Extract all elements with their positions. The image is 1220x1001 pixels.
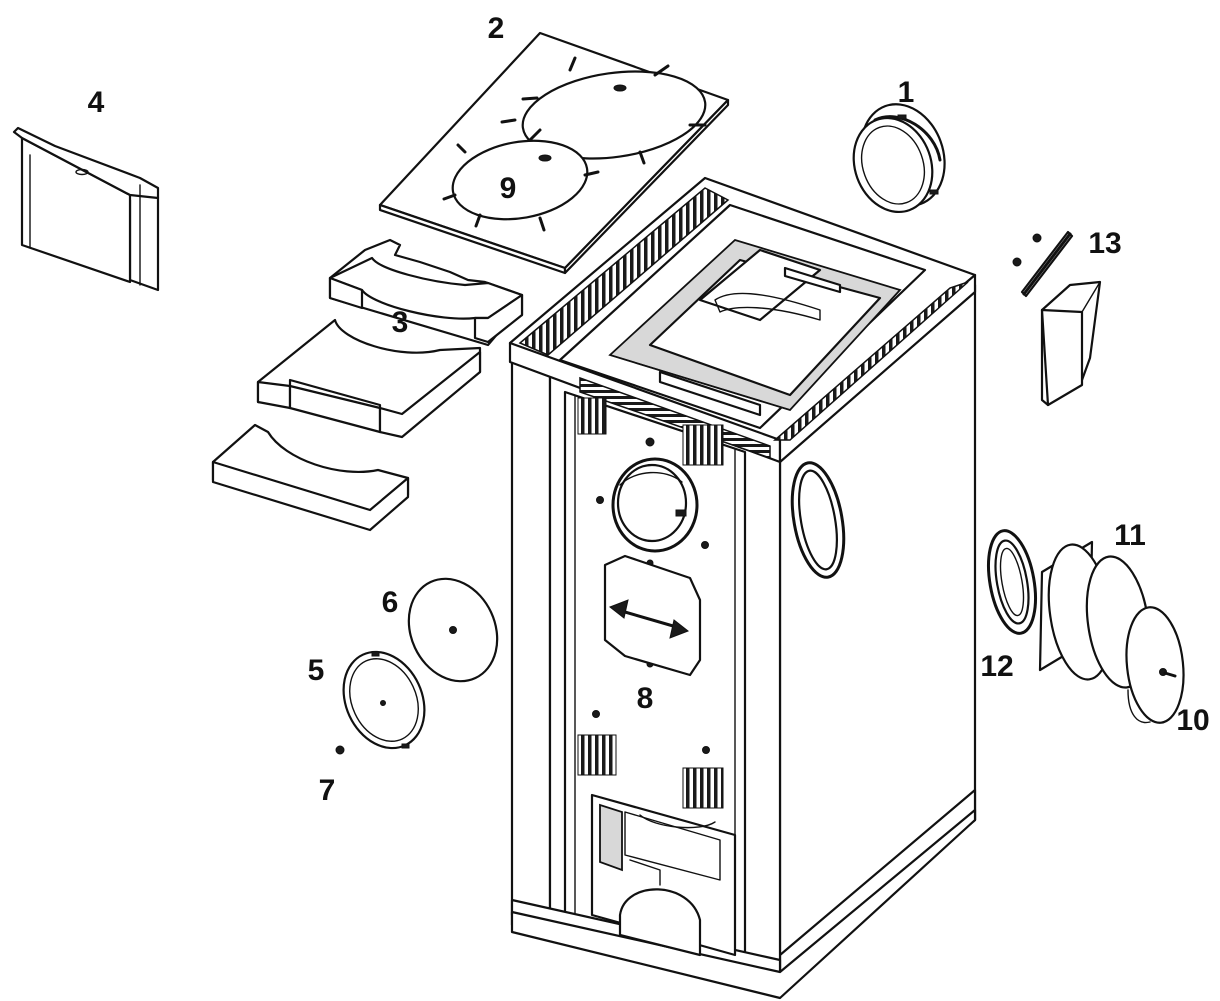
callout-10: 10 bbox=[1176, 704, 1209, 737]
part-10-side-cover bbox=[1125, 606, 1185, 724]
callout-3: 3 bbox=[392, 306, 409, 339]
callout-1: 1 bbox=[898, 76, 915, 109]
bolt-holes bbox=[592, 437, 710, 754]
callout-12: 12 bbox=[980, 650, 1013, 683]
part-5-ring-cover bbox=[342, 650, 426, 750]
part-4-deflector-plate bbox=[12, 126, 160, 292]
stove-body bbox=[508, 176, 977, 1000]
callout-6: 6 bbox=[382, 586, 399, 619]
part-12-side-flange bbox=[987, 529, 1037, 635]
part-13-bracket-kit bbox=[1012, 230, 1102, 407]
callout-8: 8 bbox=[637, 682, 654, 715]
callout-13: 13 bbox=[1088, 227, 1121, 260]
part-8-adjustment-plate bbox=[603, 554, 702, 677]
lower-opening bbox=[590, 793, 737, 957]
callout-4: 4 bbox=[88, 86, 105, 119]
part-1-flue-collar bbox=[852, 103, 946, 214]
insulation-block-top bbox=[328, 238, 524, 347]
part-3-insulation-blocks bbox=[211, 238, 524, 532]
left-side-edge bbox=[510, 353, 552, 932]
callout-7: 7 bbox=[319, 774, 336, 807]
callout-9: 9 bbox=[500, 172, 517, 205]
side-port bbox=[790, 461, 846, 579]
callout-11: 11 bbox=[1114, 519, 1146, 552]
callout-5: 5 bbox=[308, 654, 325, 687]
flue-opening bbox=[611, 457, 699, 553]
insulation-block-bottom bbox=[211, 423, 410, 532]
part-7-screw bbox=[335, 745, 345, 755]
callout-labels: 1 2 3 4 5 6 7 8 9 10 11 12 13 bbox=[88, 12, 1210, 807]
part-6-front-disc bbox=[407, 577, 499, 683]
callout-2: 2 bbox=[488, 12, 505, 45]
part-2-top-panel bbox=[378, 31, 730, 275]
insulation-block-middle bbox=[256, 318, 482, 439]
